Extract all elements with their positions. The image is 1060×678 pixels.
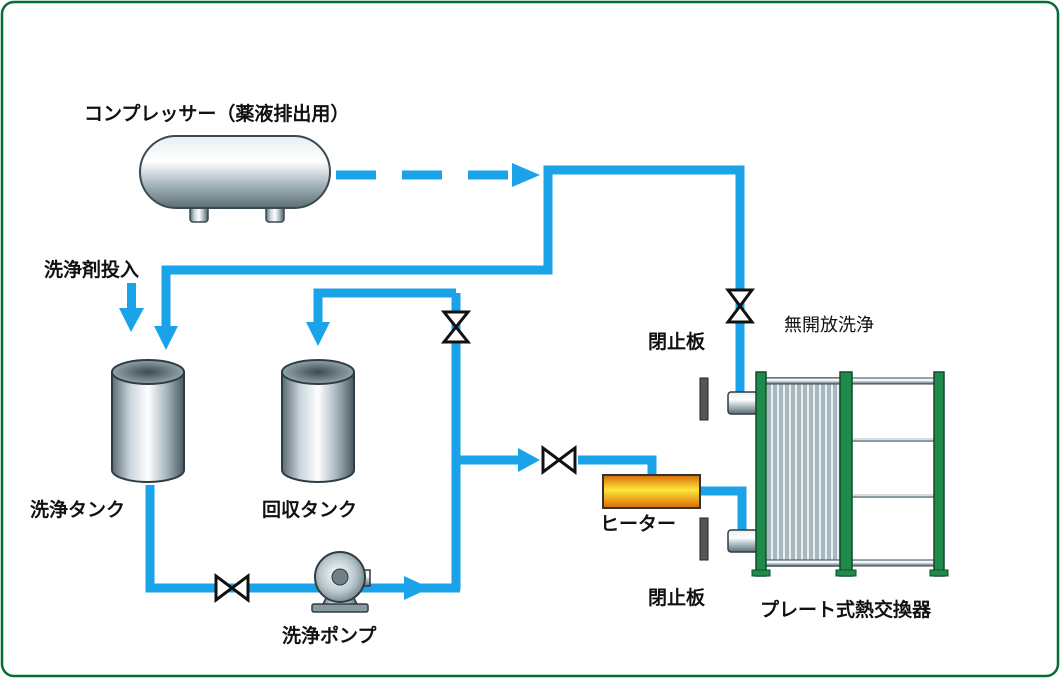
label-cleaning-pump: 洗浄ポンプ xyxy=(282,624,377,647)
nozzle-bottom xyxy=(727,529,759,553)
arrow-to-heater xyxy=(518,448,540,472)
arrow-into-cleaning-tank xyxy=(154,326,178,350)
flow-arrows xyxy=(119,163,540,600)
pipe-heater-to-hx xyxy=(700,486,747,535)
label-detergent-input: 洗浄剤投入 xyxy=(44,258,139,281)
blind-plate-bottom-plate xyxy=(699,517,709,561)
valve-hx-top xyxy=(725,288,755,324)
blind-plate-top-plate xyxy=(699,377,709,421)
label-compressor: コンプレッサー（薬液排出用） xyxy=(84,102,349,125)
nozzle-top xyxy=(727,391,759,415)
label-recovery-tank: 回収タンク xyxy=(262,499,357,521)
label-cleaning-tank: 洗浄タンク xyxy=(30,498,125,521)
valve-heater xyxy=(541,445,577,475)
label-heater: ヒーター xyxy=(600,513,676,535)
pipe-to-cleaning-tank xyxy=(161,170,553,330)
arrow-pump-discharge xyxy=(404,576,430,600)
label-heat-exchanger: プレート式熱交換器 xyxy=(760,598,932,621)
pipe-to-recovery-tank xyxy=(313,288,456,325)
detergent-arrow-shaft xyxy=(127,283,136,311)
pipe-valve-to-heater xyxy=(578,455,657,475)
label-cip: 無開放洗浄 xyxy=(784,315,874,336)
recovery-tank xyxy=(281,359,355,483)
label-blind-plate-top: 閉止板 xyxy=(648,330,706,353)
cleaning-tank xyxy=(111,359,185,483)
valve-pump-suction xyxy=(214,573,250,603)
label-blind-plate-bottom: 閉止板 xyxy=(648,586,706,609)
cleaning-pump xyxy=(311,551,371,613)
detergent-arrow-head xyxy=(119,308,144,332)
arrow-into-recovery-tank xyxy=(306,322,330,346)
heater xyxy=(602,474,701,509)
compressor xyxy=(139,135,331,223)
arrow-compressor xyxy=(512,163,540,187)
plate-heat-exchanger xyxy=(727,371,949,577)
valve-recovery xyxy=(440,310,472,344)
valves xyxy=(214,288,755,603)
pipes xyxy=(145,165,747,593)
